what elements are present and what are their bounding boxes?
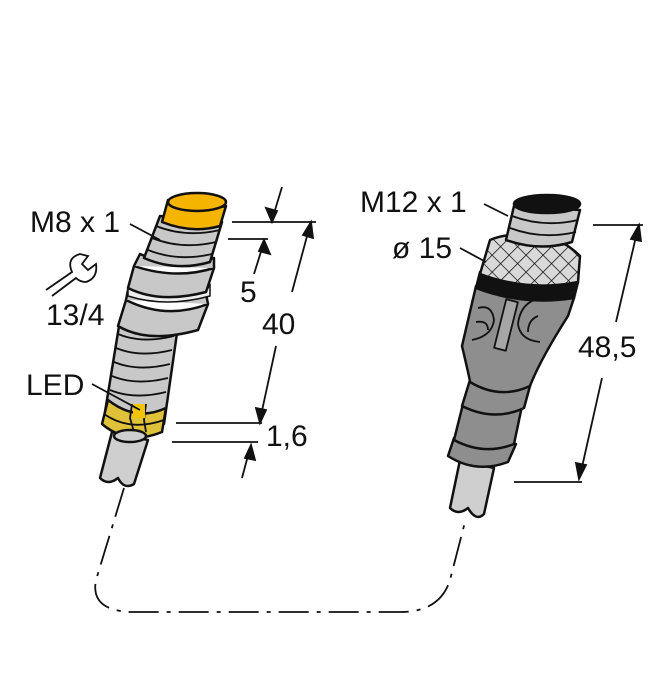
leader-connector-diameter <box>459 247 487 263</box>
cable-dash-dot-line <box>94 487 467 613</box>
dim-sensor-length: 40 <box>262 308 295 341</box>
dim-active-face: 5 <box>240 276 257 309</box>
leader-connector-thread <box>483 203 509 217</box>
connector-body <box>446 193 582 519</box>
led-label: LED <box>26 369 84 402</box>
connector-thread-label: M12 x 1 <box>360 186 467 219</box>
sensor-dimensions <box>172 186 316 479</box>
dim-connector-length: 48,5 <box>578 331 636 364</box>
leader-led <box>91 383 141 411</box>
dim-led-ring: 1,6 <box>266 420 308 453</box>
connector-diameter-label: ø 15 <box>392 232 452 265</box>
wrench-icon <box>45 253 98 297</box>
connector-dimensions <box>514 222 643 483</box>
sensor-body <box>98 191 228 488</box>
wrench-size-label: 13/4 <box>46 299 104 332</box>
leader-thread <box>129 223 161 241</box>
sensor-thread-label: M8 x 1 <box>30 206 120 239</box>
